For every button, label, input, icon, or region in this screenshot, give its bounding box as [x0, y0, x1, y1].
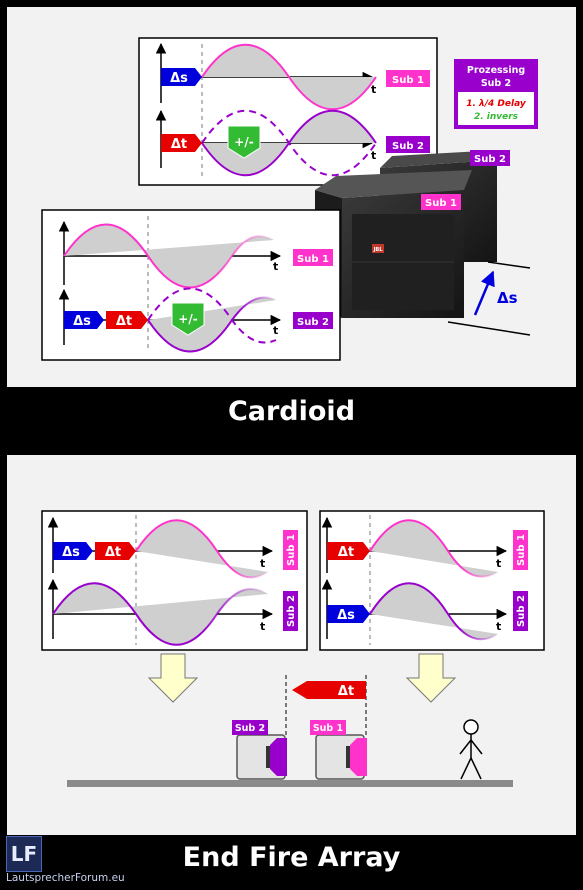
sub1-tag: Sub 1 [516, 534, 527, 566]
time-axis-label: t [273, 260, 278, 273]
delta-s-tag: Δs [62, 545, 80, 560]
processing-box: Prozessing Sub 2 1. λ/4 Delay 2. invers [454, 59, 538, 129]
delay-arrow-label: Δt [338, 684, 354, 699]
front-speaker-tag: Sub 1 [425, 198, 457, 209]
cardioid-upper-diagram: Δs t Sub 1 Δt +/- t Sub 2 [138, 37, 438, 186]
floor [67, 780, 513, 787]
delta-s-tag: Δs [337, 608, 355, 623]
delta-s-tag: Δs [73, 314, 91, 329]
cabinet-sub1-tag: Sub 1 [313, 723, 343, 734]
sub2-tag: Sub 2 [516, 595, 527, 627]
sub1-tag: Sub 1 [392, 75, 424, 86]
listener-figure [459, 719, 483, 780]
time-axis-label: t [496, 557, 501, 570]
time-axis-label: t [371, 149, 376, 162]
cabinet-sub1: Sub 1 [310, 720, 367, 780]
brand-badge: JBL [373, 247, 384, 253]
processing-title-2: Sub 2 [481, 78, 511, 89]
time-axis-label: t [496, 620, 501, 633]
processing-step-invert: 2. invers [474, 112, 519, 122]
cabinet-sub2-tag: Sub 2 [235, 723, 265, 734]
end-fire-left-diagram: Δs Δt t Sub 1 t Sub 2 [41, 510, 308, 651]
cardioid-lower-diagram: t Sub 1 Δs Δt +/- t Sub 2 [41, 209, 341, 361]
polarity-tag: +/- [178, 312, 197, 326]
processing-step-delay: 1. λ/4 Delay [466, 99, 527, 109]
cardioid-title: Cardioid [227, 396, 356, 427]
subwoofer-speakers: Sub 2 JBL Sub 1 Δs [315, 150, 531, 336]
logo-site-name: LautsprecherForum.eu [6, 872, 125, 884]
cabinet-sub2: Sub 2 [232, 720, 287, 780]
delta-t-tag: Δt [171, 137, 187, 152]
end-fire-right-diagram: Δt t Sub 1 Δs t Sub 2 [319, 510, 545, 651]
time-axis-label: t [371, 83, 376, 96]
delta-t-tag: Δt [116, 314, 132, 329]
rear-speaker-tag: Sub 2 [474, 154, 506, 165]
down-arrow-left [147, 653, 199, 703]
spacing-label: Δs [497, 289, 518, 307]
polarity-tag: +/- [234, 135, 253, 149]
end-fire-title: End Fire Array [182, 842, 401, 873]
sub1-tag: Sub 1 [297, 254, 329, 265]
time-axis-label: t [273, 324, 278, 337]
processing-title-1: Prozessing [467, 65, 525, 76]
sub1-tag: Sub 1 [286, 534, 297, 566]
delta-s-tag: Δs [170, 71, 188, 86]
sub2-tag: Sub 2 [392, 141, 424, 152]
time-axis-label: t [260, 557, 265, 570]
sub2-tag: Sub 2 [297, 317, 329, 328]
forum-logo[interactable]: LF LautsprecherForum.eu [6, 836, 166, 886]
delta-t-tag: Δt [338, 545, 354, 560]
time-axis-label: t [260, 620, 265, 633]
logo-mark: LF [6, 836, 42, 872]
down-arrow-right [405, 653, 457, 703]
sub2-tag: Sub 2 [286, 595, 297, 627]
delta-t-tag: Δt [105, 545, 121, 560]
